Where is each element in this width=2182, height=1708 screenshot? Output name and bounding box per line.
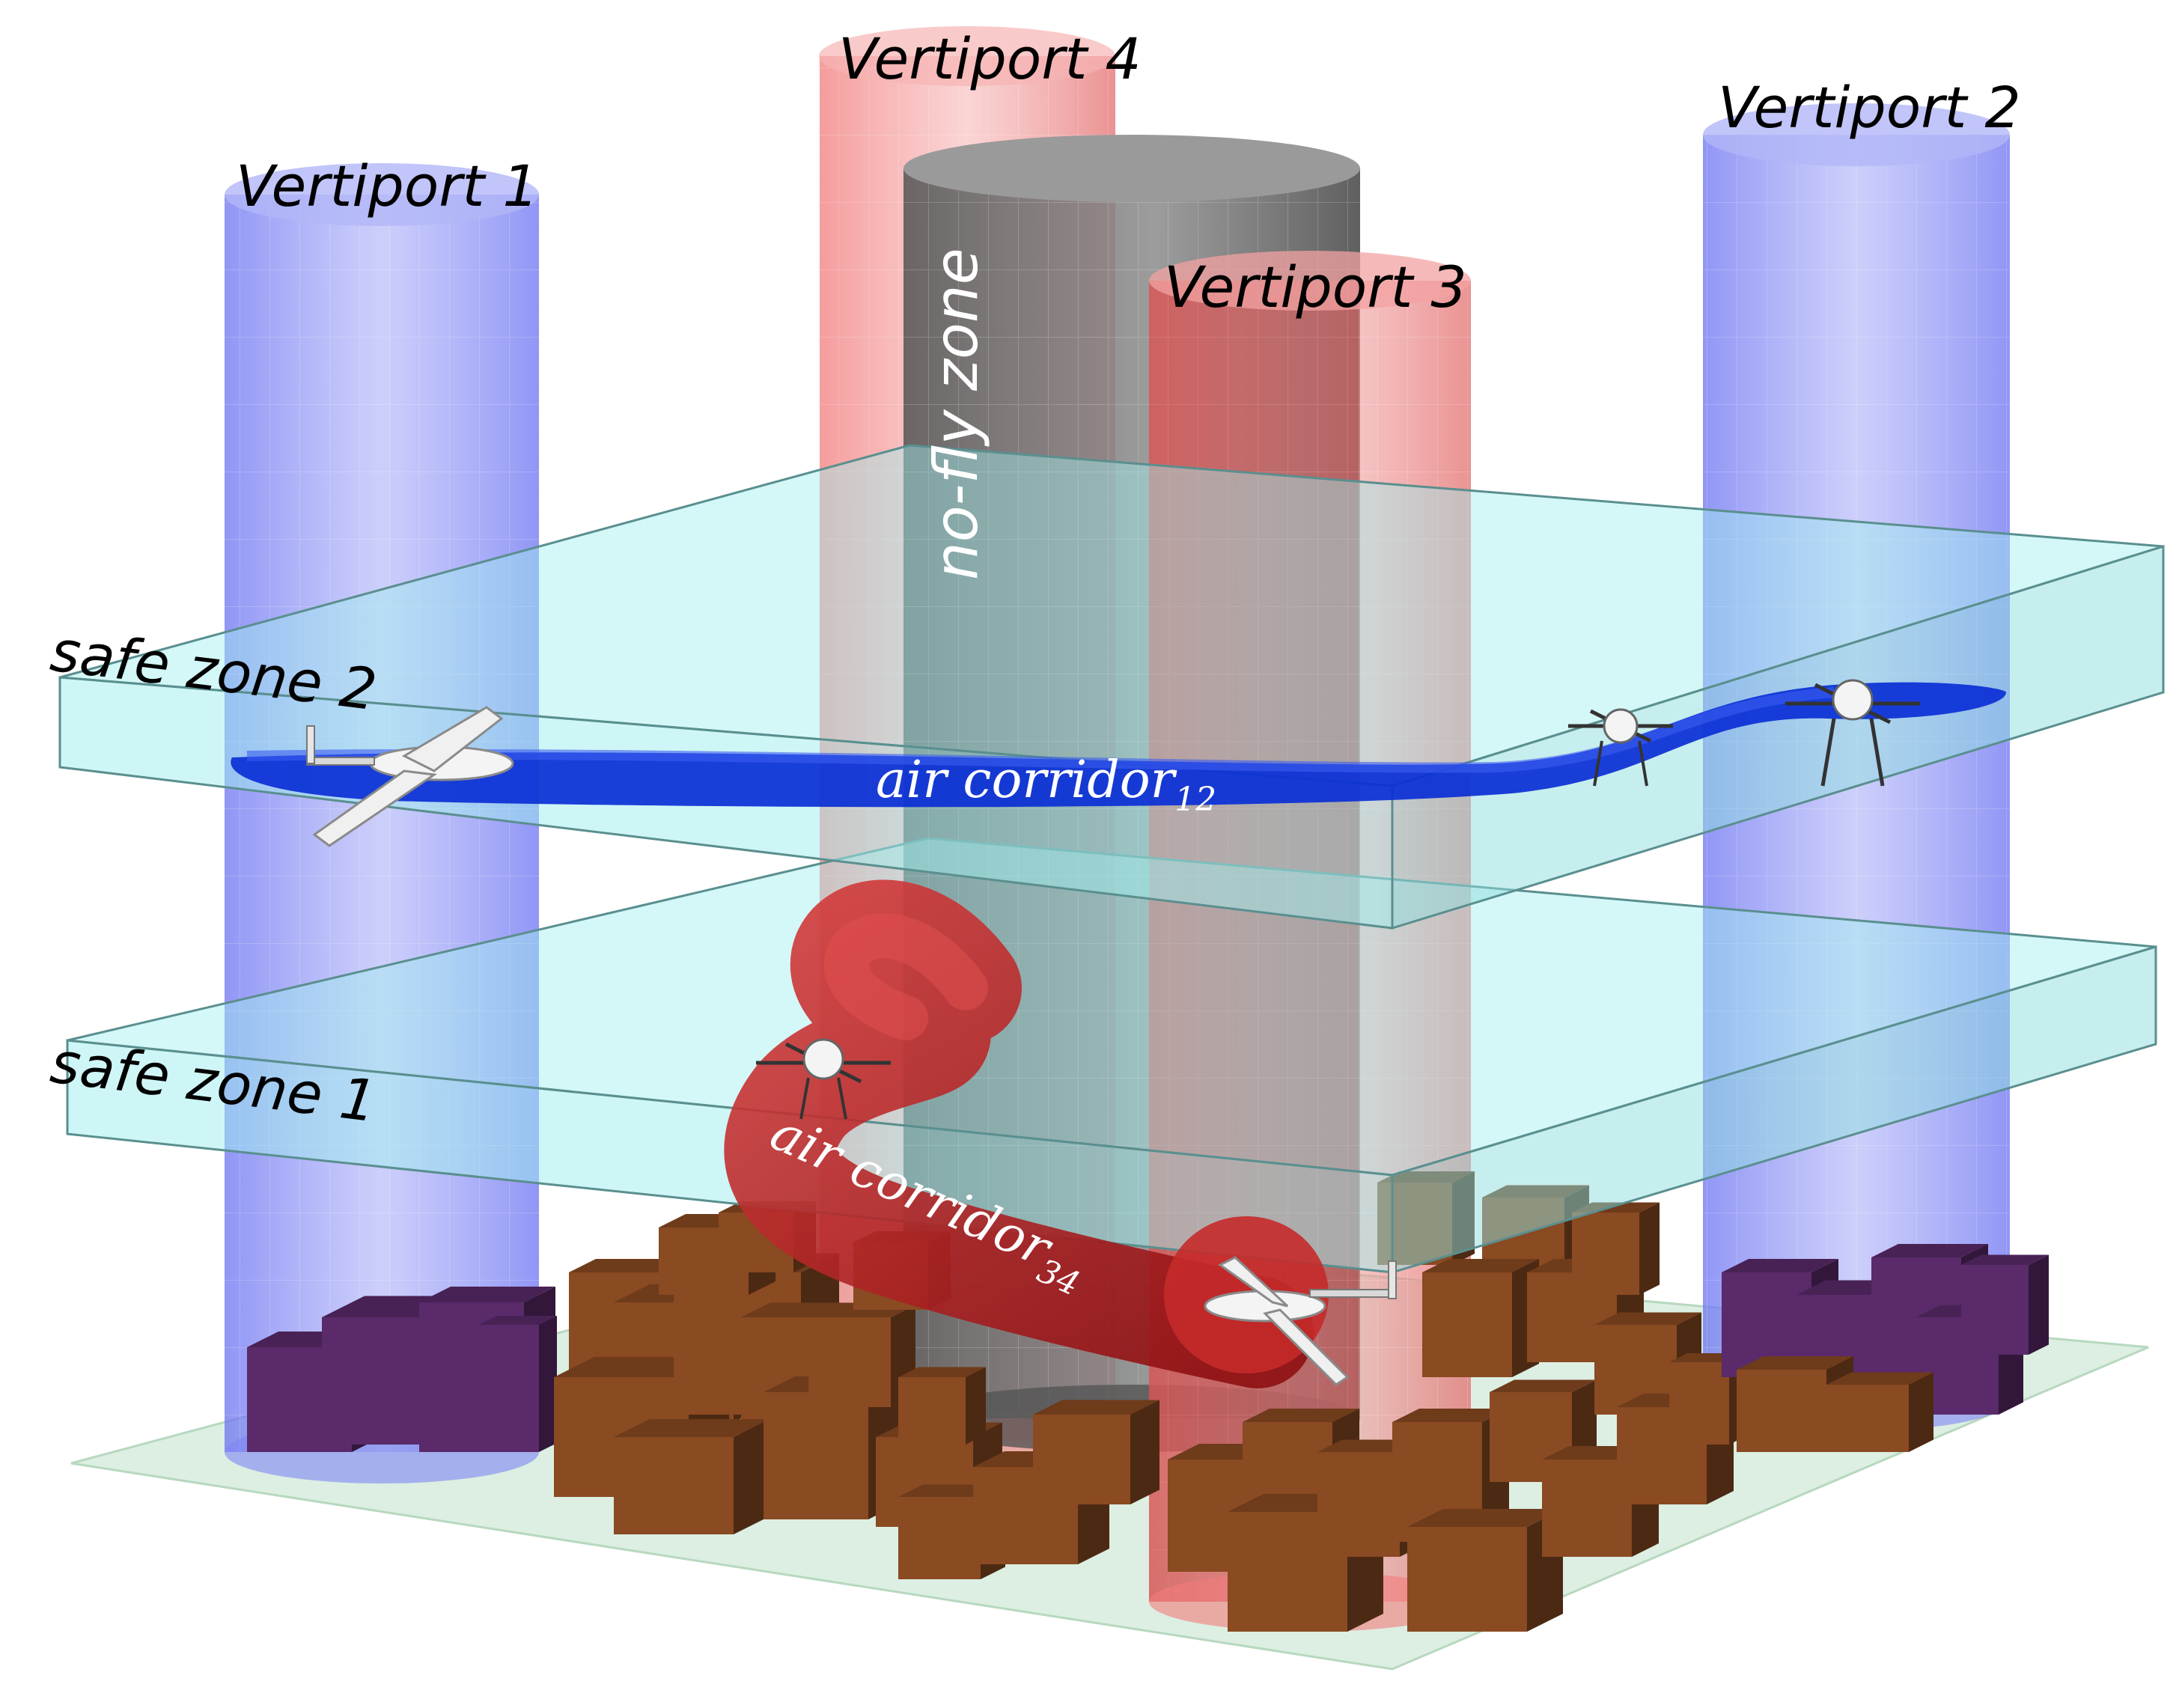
safe-zone-1-slab [66, 837, 2157, 1275]
building-block [1826, 1372, 1933, 1452]
city-buildings [247, 1171, 2049, 1632]
air-corridor-12-base: air corridor [876, 751, 1177, 810]
building-block [1407, 1509, 1563, 1632]
no-fly-zone-label: no-fly zone [921, 248, 991, 580]
quadcopter-uav-3 [756, 1038, 891, 1120]
vertiport-2-label: Vertiport 2 [1718, 74, 2021, 141]
fixed-wing-uav-2 [1204, 1256, 1397, 1386]
building-block [1961, 1254, 2049, 1355]
building-block [898, 1367, 986, 1445]
vertiport-3-label: Vertiport 3 [1164, 254, 1467, 320]
building-block [1422, 1259, 1539, 1377]
building-block [1572, 1202, 1660, 1295]
building-block [614, 1419, 770, 1534]
air-corridor-12-label: air corridor12 [876, 751, 1216, 819]
fixed-wing-uav-1 [306, 706, 514, 847]
vertiport-1-cylinder [225, 163, 539, 1483]
quadcopter-uav-2 [1785, 679, 1920, 787]
vertiport-1-label: Vertiport 1 [236, 153, 539, 219]
building-block [479, 1316, 557, 1452]
vertiport-4-label: Vertiport 4 [838, 25, 1142, 92]
building-block [1033, 1400, 1159, 1504]
air-corridor-12-tube [231, 682, 2007, 808]
quadcopter-uav-1 [1568, 708, 1673, 787]
air-corridor-12-subscript: 12 [1174, 781, 1216, 819]
